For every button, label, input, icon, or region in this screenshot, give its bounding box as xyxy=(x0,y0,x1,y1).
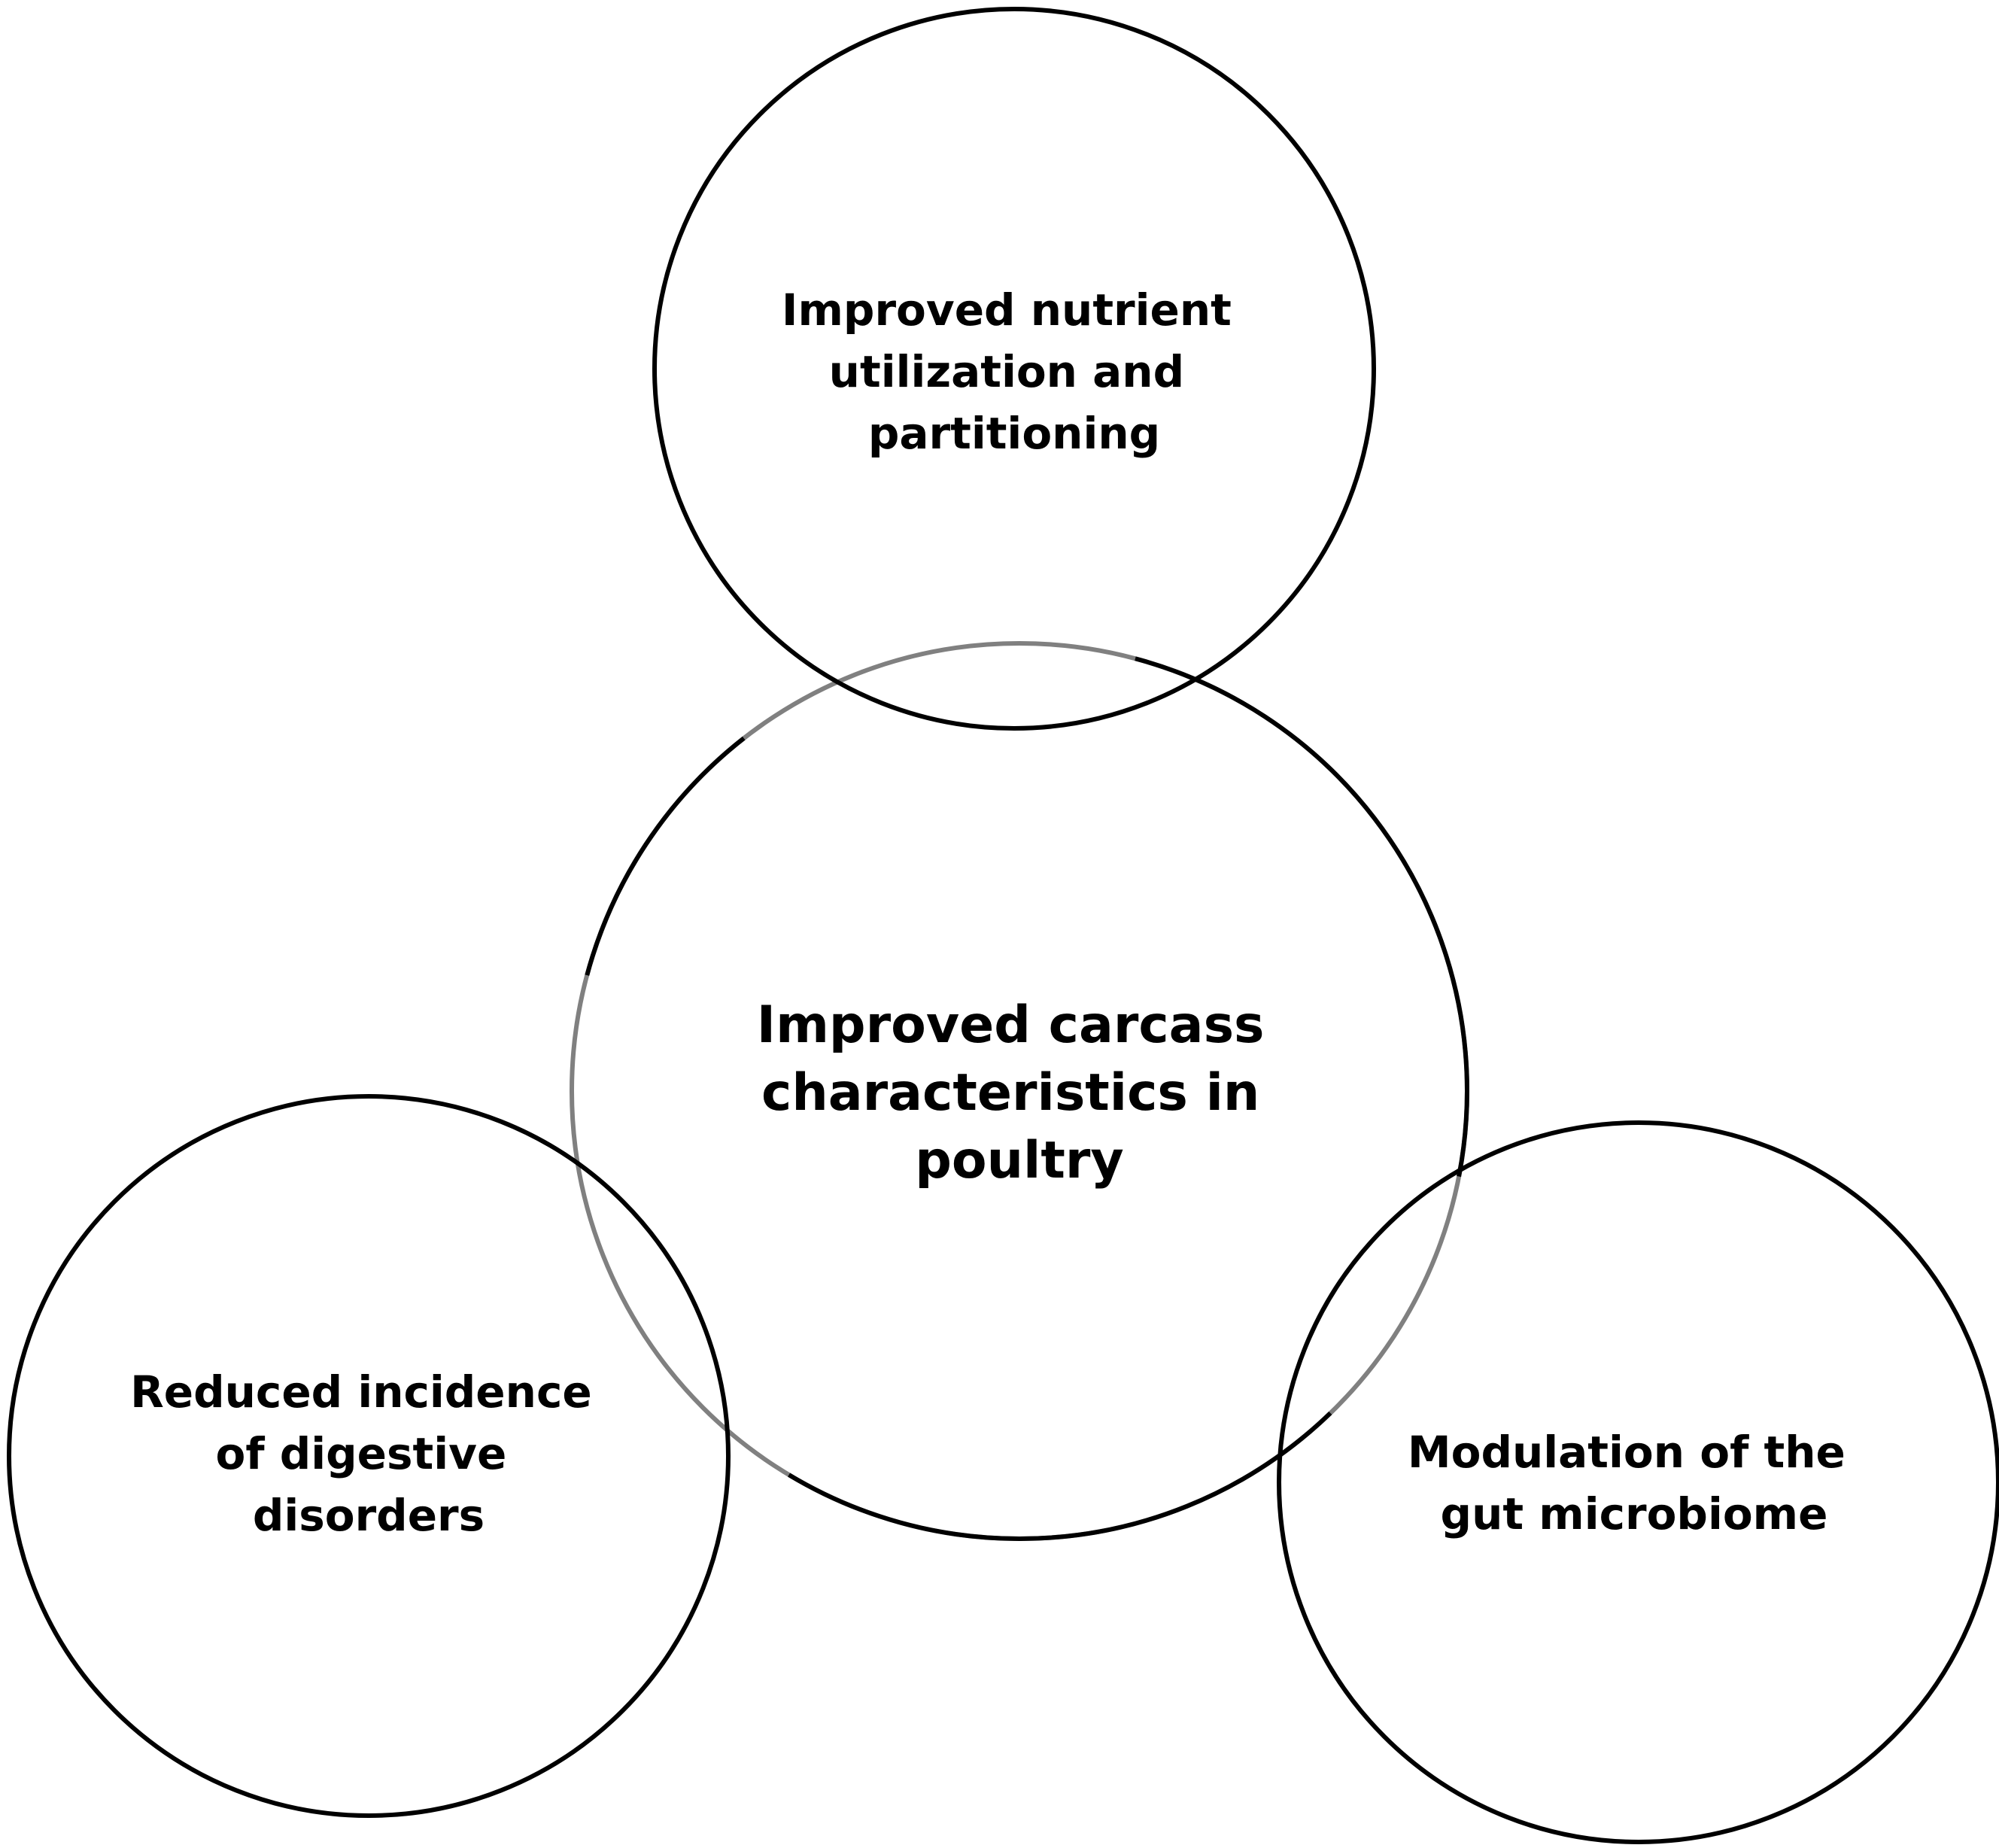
right-label-line-2: gut microbiome xyxy=(1441,1488,1828,1539)
center-label-line-2: characteristics in xyxy=(761,1063,1259,1123)
left-label-line-2: of digestive xyxy=(215,1428,506,1479)
right-circle-label: Modulation of the gut microbiome xyxy=(1408,1427,1861,1539)
top-label-line-3: partitioning xyxy=(868,408,1160,459)
center-circle-label: Improved carcass characteristics in poul… xyxy=(757,995,1282,1190)
top-circle-label: Improved nutrient utilization and partit… xyxy=(782,284,1247,459)
left-label-line-1: Reduced incidence xyxy=(130,1366,592,1418)
left-label-line-3: disorders xyxy=(253,1490,485,1541)
left-circle-label: Reduced incidence of digestive disorders xyxy=(130,1366,607,1541)
top-label-line-1: Improved nutrient xyxy=(782,284,1232,336)
left-circle xyxy=(7,1094,731,1818)
top-label-line-2: utilization and xyxy=(829,346,1184,397)
right-circle xyxy=(1277,1120,1999,1844)
center-label-line-3: poultry xyxy=(915,1131,1123,1190)
top-circle xyxy=(652,7,1376,731)
right-label-line-1: Modulation of the xyxy=(1408,1427,1846,1478)
center-label-line-1: Improved carcass xyxy=(757,995,1265,1055)
center-circle xyxy=(570,641,1469,1541)
